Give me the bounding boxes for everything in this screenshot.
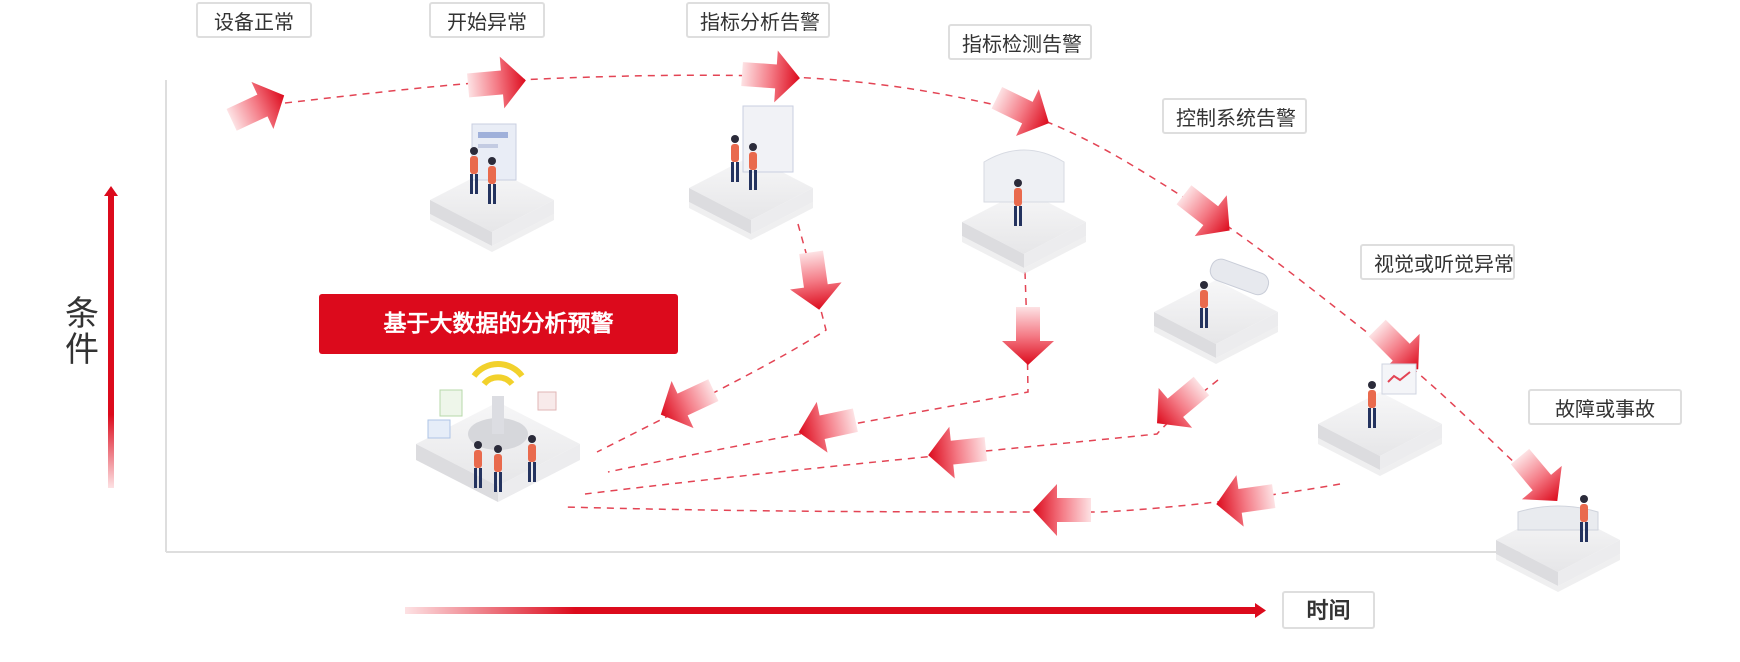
illustration-abnormal-start [689, 105, 813, 240]
illustration-fault [1496, 495, 1620, 592]
illustration-control-system [1154, 258, 1278, 364]
stage-label-abnormal-start: 开始异常 [429, 2, 545, 38]
stage-label-indicator-analysis: 指标分析告警 [686, 2, 830, 38]
illustration-bigdata [416, 361, 580, 502]
stage-label-indicator-detection: 指标检测告警 [948, 24, 1092, 60]
arrow-return-4 [925, 423, 989, 481]
illustration-indicator-detection [962, 149, 1086, 274]
arrow-down-1 [785, 248, 845, 314]
illustration-visual-audio [1318, 363, 1442, 476]
x-axis-label: 时间 [1282, 591, 1375, 629]
arrow-2 [465, 54, 529, 112]
arrow-return-2 [793, 394, 861, 458]
arrow-return-6 [1033, 484, 1091, 536]
arrow-1 [220, 71, 296, 144]
illustration-normal [430, 123, 554, 252]
stage-label-normal: 设备正常 [196, 2, 312, 38]
condition-arrow [104, 186, 118, 488]
stage-label-control-system: 控制系统告警 [1162, 98, 1307, 134]
arrow-return-3 [1140, 366, 1219, 444]
bigdata-banner: 基于大数据的分析预警 [319, 294, 678, 354]
y-axis-label: 条件 [65, 294, 99, 370]
arrow-4 [985, 74, 1061, 147]
stage-label-visual-audio: 视觉或听觉异常 [1360, 244, 1515, 280]
arrow-return-1 [649, 366, 725, 439]
stage-label-fault: 故障或事故 [1528, 389, 1682, 425]
arrow-down-2 [1002, 307, 1054, 365]
arrow-5 [1167, 174, 1246, 251]
time-arrow [405, 603, 1266, 618]
arrow-3 [740, 48, 802, 105]
arrow-return-5 [1212, 470, 1278, 530]
